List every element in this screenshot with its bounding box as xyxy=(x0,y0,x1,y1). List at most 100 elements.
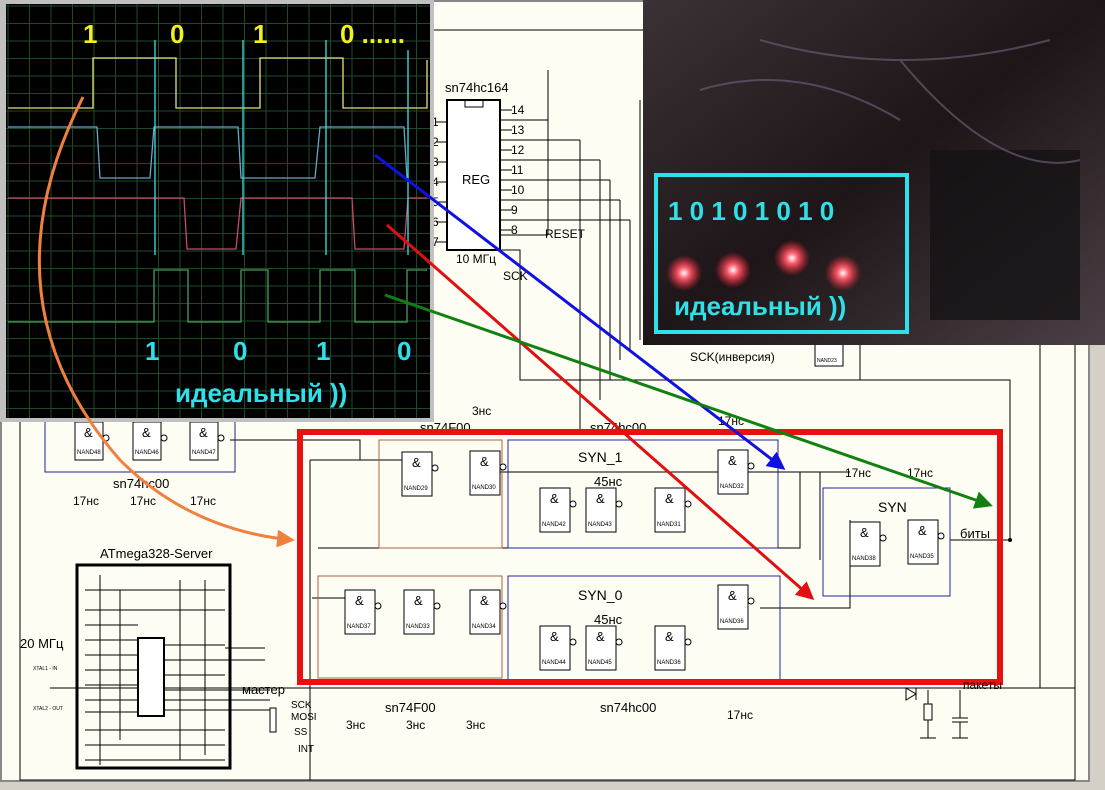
led-2 xyxy=(715,252,751,288)
photo-bits: 1 0 1 0 1 0 1 0 xyxy=(668,196,834,226)
master-label: мастер xyxy=(242,682,285,697)
bottom-bit: 1 xyxy=(145,336,159,366)
bottom-bit: 0 xyxy=(397,336,411,366)
nand-gate[interactable]: & NAND48 xyxy=(74,421,110,461)
nand-gate[interactable]: &NAND31 xyxy=(654,487,692,533)
sck-inverted-label: SCK(инверсия) xyxy=(690,350,775,364)
nand-gate[interactable]: &NAND45 xyxy=(585,625,623,671)
register-pin-left: 6 xyxy=(432,215,439,229)
gate-label: NAND36 xyxy=(720,619,744,625)
top-bit: 1 xyxy=(83,19,97,49)
gate-symbol: & xyxy=(414,593,423,608)
delay-label: 3нс xyxy=(346,718,365,732)
mcu-board[interactable] xyxy=(75,563,270,770)
pin-mosi: MOSI xyxy=(291,712,317,723)
delay-label: 17нс xyxy=(727,708,753,722)
top-bit: 1 xyxy=(253,19,267,49)
register-pin-left: 7 xyxy=(432,235,439,249)
shift-register-chip[interactable]: sn74hc164 REG 1234567141312111098 RESET … xyxy=(432,80,586,283)
spi-connector[interactable] xyxy=(269,707,277,733)
gate-label: NAND34 xyxy=(472,624,496,630)
register-pin-left: 1 xyxy=(432,115,439,129)
xtal1-label: XTAL1 - IN xyxy=(33,666,58,672)
inverter-bubble xyxy=(684,638,692,646)
junction xyxy=(1008,538,1012,542)
pin-ss: SS xyxy=(294,727,308,738)
nand23-label: NAND23 xyxy=(817,358,837,364)
gate-label: NAND32 xyxy=(720,484,744,490)
register-pin-right: 8 xyxy=(511,223,518,237)
delay-label: 3нс xyxy=(406,718,425,732)
nand-gate[interactable]: &NAND46 xyxy=(132,421,168,461)
gate-label: NAND45 xyxy=(588,660,612,666)
bottom-bit: 1 xyxy=(316,336,330,366)
gate-symbol: & xyxy=(355,593,364,608)
sample-markers xyxy=(154,40,409,255)
nand-gate[interactable]: &NAND30 xyxy=(469,450,507,496)
inverter-bubble xyxy=(569,500,577,508)
bits-output-label: биты xyxy=(960,526,990,541)
delay-label: 3нс xyxy=(466,718,485,732)
nand-gate[interactable]: &NAND38 xyxy=(849,521,887,567)
nand-gate[interactable]: &NAND34 xyxy=(469,589,507,635)
nand-gate[interactable]: &NAND42 xyxy=(539,487,577,533)
register-pin-right: 10 xyxy=(511,183,525,197)
gate-symbol: & xyxy=(412,455,421,470)
gate-symbol: & xyxy=(550,491,559,506)
top-bit: 0 ...... xyxy=(340,19,405,49)
nand-gate[interactable]: &NAND37 xyxy=(344,589,382,635)
inverter-bubble xyxy=(615,500,623,508)
arrow-blue xyxy=(374,153,786,470)
nand-gate[interactable]: &NAND29 xyxy=(401,451,439,497)
trace-syn1 xyxy=(8,126,408,179)
rc-filter xyxy=(905,687,968,739)
inverter-bubble xyxy=(499,602,507,610)
photo-caption: идеальный )) xyxy=(674,291,846,321)
nand-gate[interactable]: &NAND35 xyxy=(907,519,945,565)
top-bit: 0 xyxy=(170,19,184,49)
inverter-bubble xyxy=(747,597,755,605)
gate-symbol: & xyxy=(480,454,489,469)
gate-label: NAND38 xyxy=(852,556,876,562)
inverter-bubble xyxy=(431,464,439,472)
arrow-red xyxy=(386,223,815,600)
packets-label: пакеты xyxy=(963,678,1002,692)
gate-label: NAND46 xyxy=(135,450,159,456)
gate-label: NAND48 xyxy=(77,450,101,456)
delay-label: 3нс xyxy=(472,404,491,418)
register-name: REG xyxy=(462,172,490,187)
register-part-label: sn74hc164 xyxy=(445,80,509,95)
nand-gate[interactable]: & NAND43 xyxy=(585,487,623,533)
scrollbar-horizontal[interactable] xyxy=(0,782,1105,790)
crystal-frequency: 20 МГц xyxy=(20,636,64,651)
inverter-bubble xyxy=(615,638,623,646)
xtal2-label: XTAL2 - OUT xyxy=(33,706,63,712)
gate-symbol: & xyxy=(918,523,927,538)
gate-symbol: & xyxy=(84,425,93,440)
photo-highlight-box xyxy=(654,173,909,334)
gate-label: NAND43 xyxy=(588,522,612,528)
inverter-bubble xyxy=(937,532,945,540)
top-chain-delay: 17нс xyxy=(73,494,99,508)
register-pin-right: 13 xyxy=(511,123,525,137)
nand-gate[interactable]: &NAND47 xyxy=(189,421,225,461)
led-1 xyxy=(666,255,702,291)
nand-gate[interactable]: &NAND33 xyxy=(403,589,441,635)
f00-box-upper xyxy=(378,439,503,549)
arrow-orange xyxy=(37,96,295,548)
nand-gate[interactable]: &NAND32 xyxy=(717,449,755,495)
inverter-bubble xyxy=(684,500,692,508)
nand-gate[interactable]: &NAND44 xyxy=(539,625,577,671)
sck-label: SCK xyxy=(503,269,528,283)
inverter-bubble xyxy=(433,602,441,610)
highlight-box xyxy=(297,429,1003,685)
gate-symbol: & xyxy=(550,629,559,644)
nand-gate[interactable]: & NAND36 xyxy=(717,584,755,630)
inverter-bubble xyxy=(217,434,225,442)
gate-symbol: & xyxy=(728,588,737,603)
gate-label: NAND31 xyxy=(657,522,681,528)
nand-gate[interactable]: &NAND36 xyxy=(654,625,692,671)
gate-symbol: & xyxy=(596,491,605,506)
inverter-bubble xyxy=(374,602,382,610)
